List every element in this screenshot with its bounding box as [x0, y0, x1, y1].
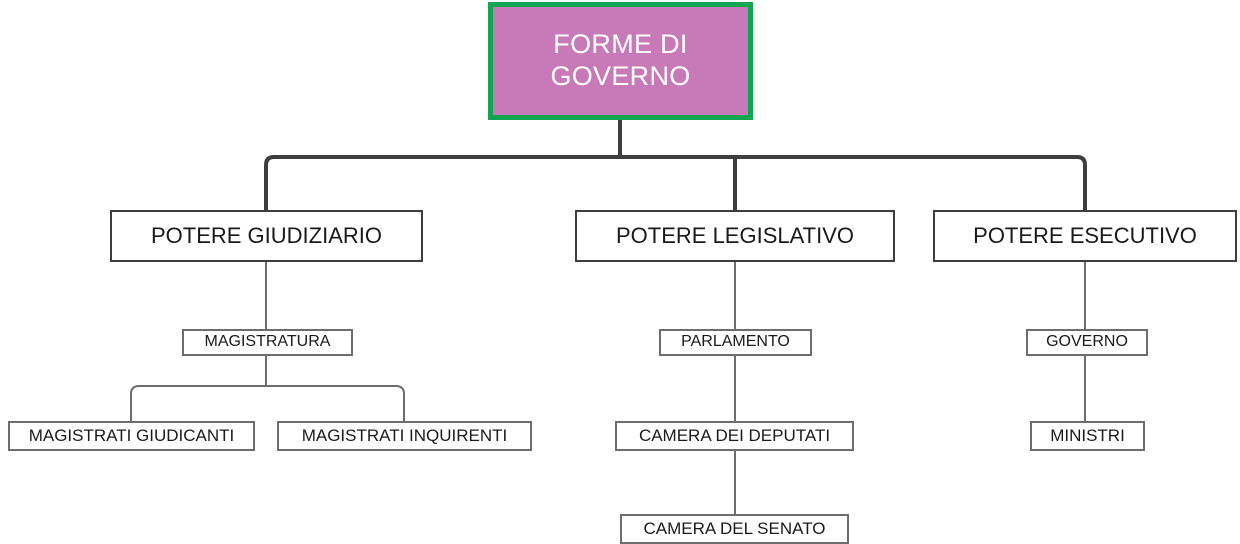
node-forme-di-governo[interactable]: FORME DI GOVERNO	[488, 2, 753, 120]
node-parlamento[interactable]: PARLAMENTO	[659, 329, 812, 356]
node-camera-dei-deputati[interactable]: CAMERA DEI DEPUTATI	[615, 421, 854, 451]
node-potere-legislativo[interactable]: POTERE LEGISLATIVO	[575, 210, 895, 262]
node-magistratura[interactable]: MAGISTRATURA	[182, 329, 353, 356]
node-potere-giudiziario[interactable]: POTERE GIUDIZIARIO	[110, 210, 423, 262]
node-magistrati-giudicanti[interactable]: MAGISTRATI GIUDICANTI	[8, 421, 255, 451]
node-magistrati-inquirenti[interactable]: MAGISTRATI INQUIRENTI	[277, 421, 532, 451]
connector-magistratura-bus	[130, 385, 405, 421]
node-potere-esecutivo[interactable]: POTERE ESECUTIVO	[933, 210, 1237, 262]
node-ministri[interactable]: MINISTRI	[1030, 421, 1145, 451]
node-governo[interactable]: GOVERNO	[1026, 329, 1148, 356]
connector-root-bus	[264, 155, 1087, 210]
node-camera-del-senato[interactable]: CAMERA DEL SENATO	[620, 514, 849, 544]
